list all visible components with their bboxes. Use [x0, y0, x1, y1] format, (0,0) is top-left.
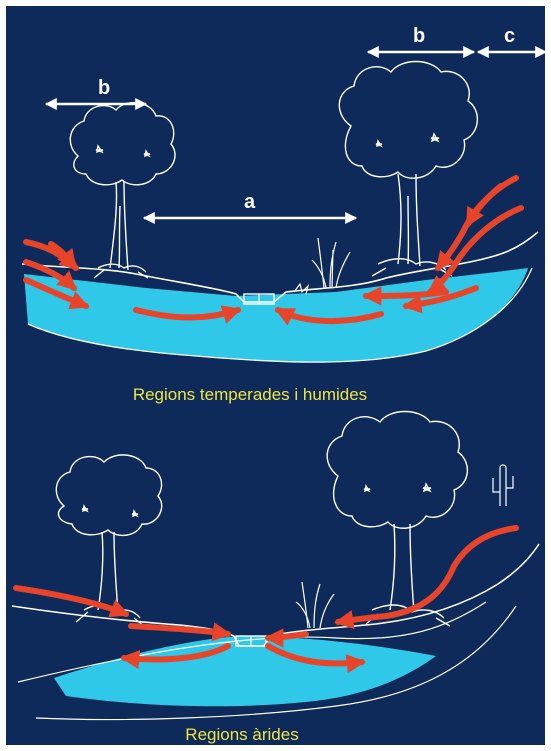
- top-groundwater: [24, 268, 528, 362]
- top-flow-right-1: [438, 178, 516, 268]
- bottom-flow-right-surface: [338, 528, 516, 622]
- label-b-right: b: [413, 25, 425, 47]
- bottom-flow-left-inflow: [131, 626, 228, 634]
- diagram-panel: b a b c Regions temperades i humides: [6, 6, 545, 745]
- bottom-grass: [296, 582, 334, 628]
- top-scene: b a b c Regions temperades i humides: [22, 25, 545, 404]
- top-shrub: [294, 284, 308, 294]
- caption-top: Regions temperades i humides: [133, 385, 367, 404]
- riparian-diagram: b a b c Regions temperades i humides: [6, 6, 545, 745]
- bottom-right-tree: [327, 412, 467, 627]
- cactus: [493, 465, 513, 506]
- label-a: a: [244, 191, 256, 213]
- bottom-flow-left-surface: [16, 588, 126, 614]
- label-c: c: [504, 25, 515, 47]
- label-b-left: b: [98, 77, 110, 99]
- bottom-scene: Regions àrides: [12, 412, 539, 745]
- top-left-tree: [70, 103, 175, 278]
- top-grass: [312, 238, 350, 288]
- caption-bottom: Regions àrides: [185, 725, 298, 744]
